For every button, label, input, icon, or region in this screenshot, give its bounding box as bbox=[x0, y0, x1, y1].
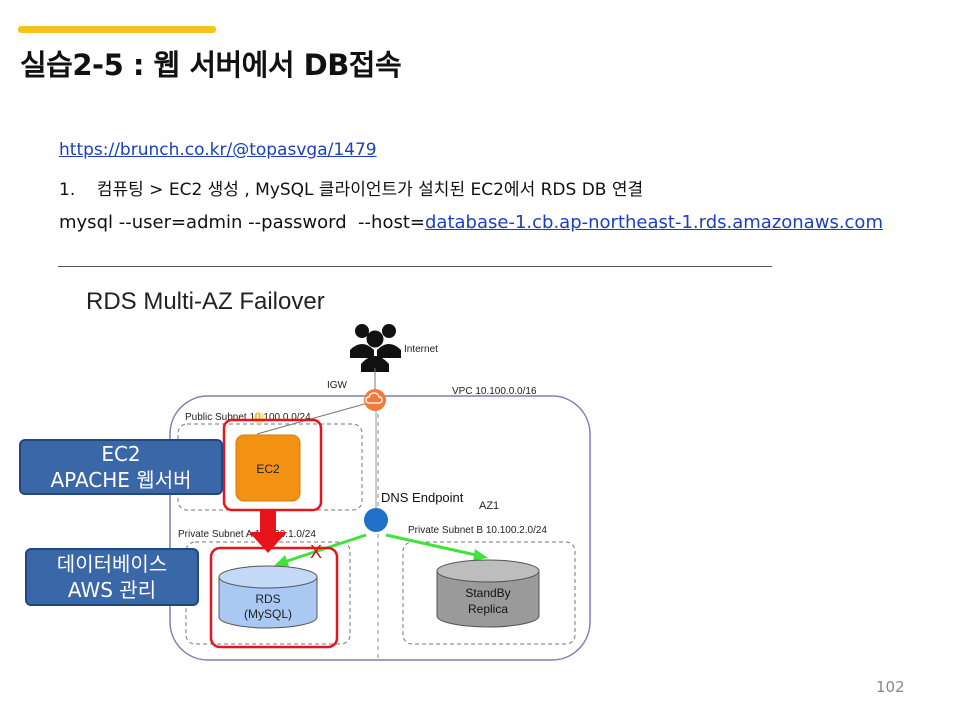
internet-users-icon bbox=[350, 324, 401, 372]
step-line: 1. 컴퓨팅 > EC2 생성 , MySQL 클라이언트가 설치된 EC2에서… bbox=[59, 175, 643, 200]
private-subnet-a-label: Private Subnet A 10.100.1.0/24 bbox=[178, 529, 316, 540]
failover-x-mark: X bbox=[310, 542, 322, 562]
command-host-link[interactable]: database-1.cb.ap-northeast-1.rds.amazona… bbox=[425, 212, 883, 233]
step-text: 컴퓨팅 > EC2 생성 , MySQL 클라이언트가 설치된 EC2에서 RD… bbox=[96, 180, 644, 200]
standby-replica-icon bbox=[436, 559, 540, 628]
rds-highlight-box bbox=[209, 546, 339, 649]
dns-endpoint-icon bbox=[364, 508, 388, 532]
ec2-callout-line2: APACHE 웹서버 bbox=[50, 468, 192, 492]
slide-title: 실습2-5 : 웹 서버에서 DB접속 bbox=[20, 48, 402, 82]
database-callout-line2: AWS 관리 bbox=[67, 578, 157, 602]
vpc-label: VPC 10.100.0.0/16 bbox=[452, 386, 537, 397]
standby-label: StandBy bbox=[465, 586, 510, 600]
igw-label: IGW bbox=[327, 380, 348, 391]
dns-to-standby-arrow bbox=[385, 533, 488, 561]
ec2-callout-line1: EC2 bbox=[101, 442, 141, 466]
cursor-highlight bbox=[253, 412, 265, 424]
replica-label: Replica bbox=[468, 602, 508, 616]
title-accent-bar bbox=[18, 26, 216, 33]
reference-link-line: https://brunch.co.kr/@topasvga/1479 bbox=[59, 140, 377, 160]
ec2-label: EC2 bbox=[256, 462, 280, 476]
private-subnet-b-label: Private Subnet B 10.100.2.0/24 bbox=[408, 525, 547, 536]
divider-line bbox=[58, 266, 772, 267]
ec2-to-rds-arrow bbox=[249, 510, 287, 553]
dns-endpoint-label: DNS Endpoint bbox=[381, 490, 464, 505]
internet-label: Internet bbox=[404, 344, 438, 355]
command-line: mysql --user=admin --password --host=dat… bbox=[59, 212, 883, 233]
igw-to-ec2-line bbox=[256, 402, 369, 435]
reference-link[interactable]: https://brunch.co.kr/@topasvga/1479 bbox=[59, 140, 377, 160]
rds-label: RDS bbox=[255, 592, 280, 606]
public-subnet-label: Public Subnet 10.100.0.0/24 bbox=[185, 412, 311, 423]
igw-cloud-icon bbox=[364, 389, 386, 411]
az1-label: AZ1 bbox=[479, 500, 499, 512]
rds-engine-label: (MySQL) bbox=[244, 607, 292, 621]
rds-database-icon bbox=[218, 565, 318, 629]
command-prefix: mysql --user=admin --password --host= bbox=[59, 212, 425, 233]
ec2-callout: EC2 APACHE 웹서버 bbox=[19, 439, 223, 495]
step-number: 1. bbox=[59, 180, 76, 200]
database-callout-line1: 데이터베이스 bbox=[56, 552, 168, 576]
database-callout: 데이터베이스 AWS 관리 bbox=[25, 548, 199, 606]
private-subnet-b-box bbox=[402, 541, 576, 645]
page-number: 102 bbox=[876, 678, 905, 696]
ec2-instance bbox=[235, 434, 301, 502]
diagram-title: RDS Multi-AZ Failover bbox=[86, 288, 325, 315]
